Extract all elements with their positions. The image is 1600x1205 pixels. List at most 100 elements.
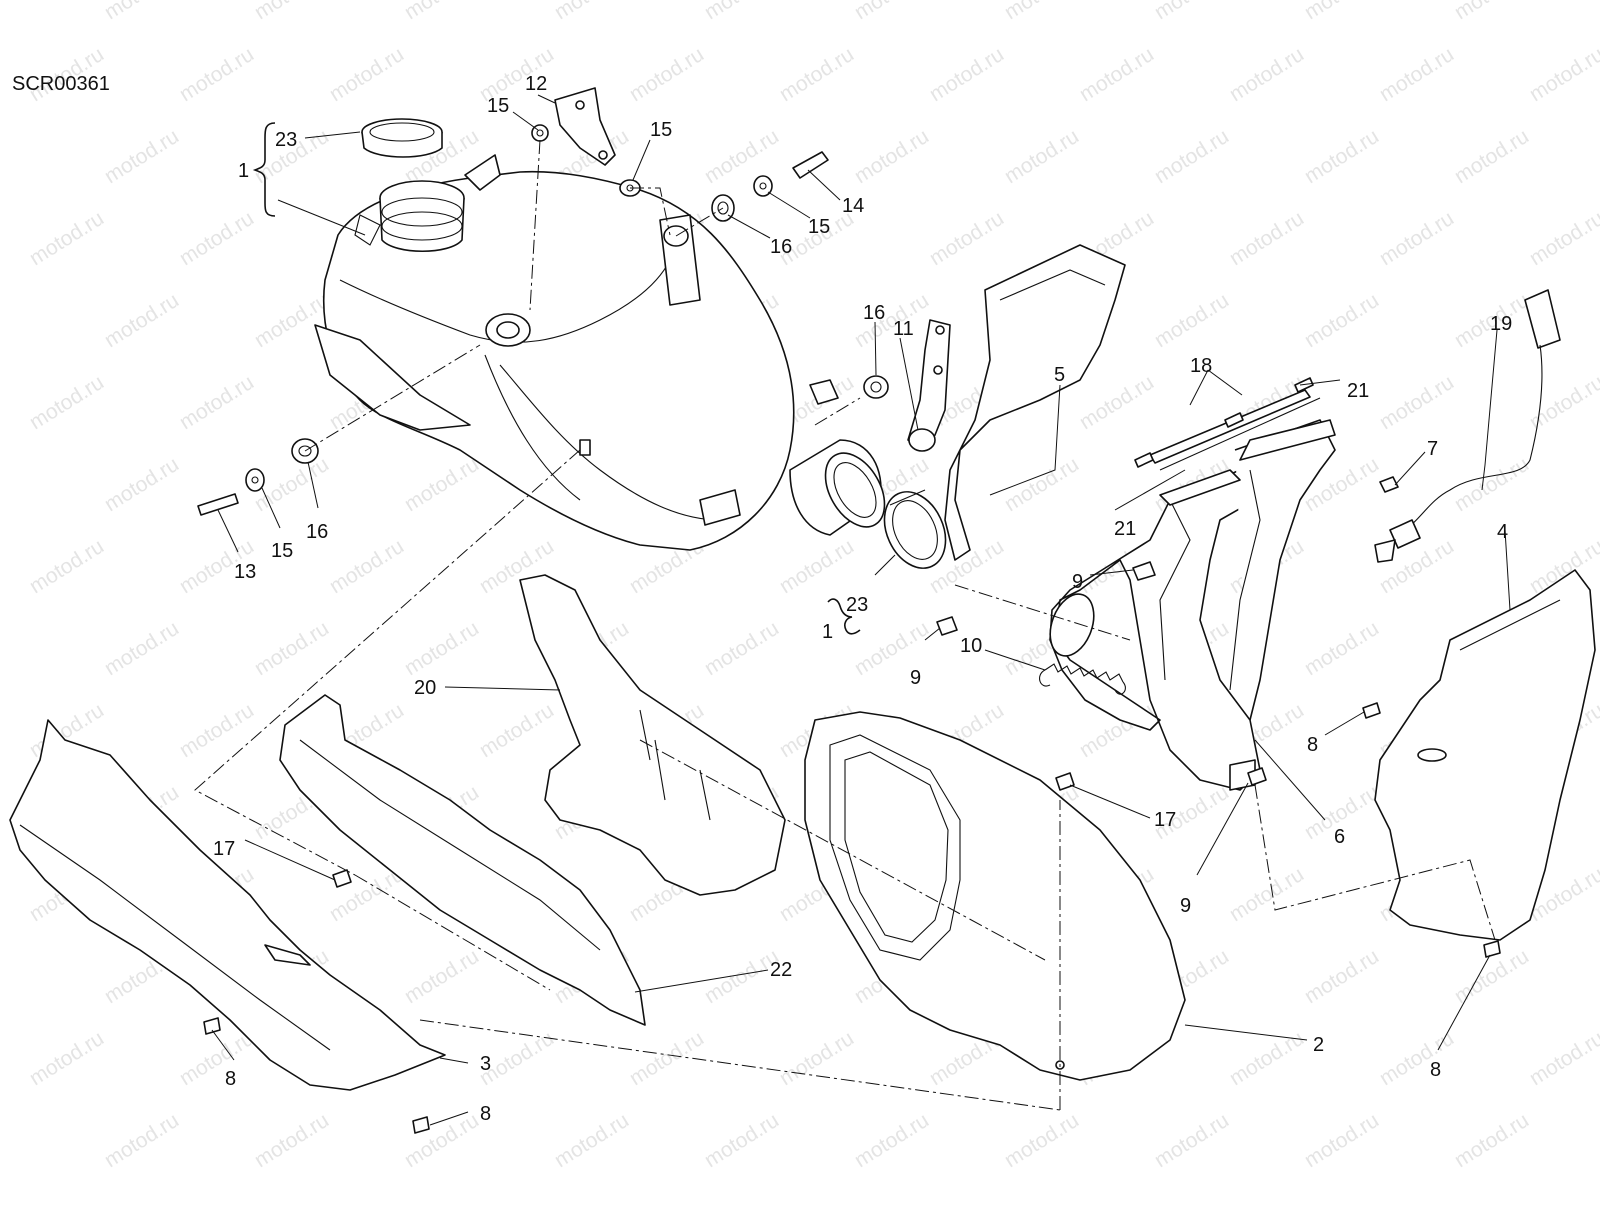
watermark-text-88: motod.ru xyxy=(700,617,782,680)
watermark-text-21: motod.ru xyxy=(100,125,182,188)
callout-9-a: 9 xyxy=(1072,571,1083,593)
callout-13: 13 xyxy=(234,561,256,583)
callout-15-a: 15 xyxy=(487,95,509,117)
watermark-text-3: motod.ru xyxy=(550,0,632,24)
clamp-ring-top xyxy=(361,118,443,158)
watermark-text-59: motod.ru xyxy=(1075,371,1157,434)
clips-and-bolts xyxy=(203,561,1501,1134)
callout-17-a: 17 xyxy=(213,838,235,860)
watermark-text-148: motod.ru xyxy=(250,1109,332,1172)
watermark-text-146: motod.ru xyxy=(1525,1027,1600,1090)
callout-16-c: 16 xyxy=(306,521,328,543)
watermark-text-69: motod.ru xyxy=(1000,453,1082,516)
watermark-text-11: motod.ru xyxy=(175,43,257,106)
watermark-text-153: motod.ru xyxy=(1000,1109,1082,1172)
cover-3 xyxy=(9,719,446,1091)
watermark-text-78: motod.ru xyxy=(775,535,857,598)
callout-5: 5 xyxy=(1054,364,1065,386)
watermark-text-39: motod.ru xyxy=(1225,207,1307,270)
watermark-text-128: motod.ru xyxy=(400,945,482,1008)
watermark-text-50: motod.ru xyxy=(1300,289,1382,352)
cover-2 xyxy=(804,711,1186,1081)
watermark-text-32: motod.ru xyxy=(175,207,257,270)
watermark-text-147: motod.ru xyxy=(100,1109,182,1172)
watermark-text-156: motod.ru xyxy=(1450,1109,1532,1172)
watermark-text-61: motod.ru xyxy=(1375,371,1457,434)
callout-21-a: 21 xyxy=(1347,380,1369,402)
callout-22: 22 xyxy=(770,959,792,981)
callout-4: 4 xyxy=(1497,521,1508,543)
callout-11: 11 xyxy=(893,318,914,340)
callout-6: 6 xyxy=(1334,826,1345,848)
silencer-body xyxy=(314,170,839,551)
callout-1-lower: 1 xyxy=(822,621,833,643)
callout-9-b: 9 xyxy=(910,667,921,689)
watermark-text-25: motod.ru xyxy=(700,125,782,188)
watermark-text-151: motod.ru xyxy=(700,1109,782,1172)
callout-20: 20 xyxy=(414,677,436,699)
watermark-text-16: motod.ru xyxy=(925,43,1007,106)
callout-8-c: 8 xyxy=(225,1068,236,1090)
watermark-text-95: motod.ru xyxy=(175,699,257,762)
silencer-outlet-sleeve xyxy=(789,439,886,536)
watermark-text-26: motod.ru xyxy=(850,125,932,188)
watermark-text-0: motod.ru xyxy=(100,0,182,24)
callout-10: 10 xyxy=(960,635,982,657)
watermark-text-40: motod.ru xyxy=(1375,207,1457,270)
watermark-text-14: motod.ru xyxy=(625,43,707,106)
watermark-text-41: motod.ru xyxy=(1525,207,1600,270)
lambda-sensor-19 xyxy=(1374,289,1561,563)
watermark-text-7: motod.ru xyxy=(1150,0,1232,24)
watermark-text-97: motod.ru xyxy=(475,699,557,762)
watermark-text-136: motod.ru xyxy=(25,1027,107,1090)
watermark-text-152: motod.ru xyxy=(850,1109,932,1172)
exhaust-headers-6 xyxy=(1049,419,1336,791)
watermark-text-52: motod.ru xyxy=(25,371,107,434)
bracket-11 xyxy=(907,319,951,452)
callout-17-b: 17 xyxy=(1154,809,1176,831)
brace-1-lower xyxy=(827,598,861,635)
watermark-text-37: motod.ru xyxy=(925,207,1007,270)
callout-9-c: 9 xyxy=(1180,895,1191,917)
bracket-12 xyxy=(554,87,616,166)
watermark-text-2: motod.ru xyxy=(400,0,482,24)
watermark-text-42: motod.ru xyxy=(100,289,182,352)
watermark-text-9: motod.ru xyxy=(1450,0,1532,24)
watermark-text-29: motod.ru xyxy=(1300,125,1382,188)
callout-16-b: 16 xyxy=(863,302,885,324)
watermark-text-62: motod.ru xyxy=(1525,371,1600,434)
callout-7: 7 xyxy=(1427,438,1438,460)
callout-15-b: 15 xyxy=(650,119,672,141)
watermark-text-73: motod.ru xyxy=(25,535,107,598)
watermark-text-53: motod.ru xyxy=(175,371,257,434)
watermark-text-30: motod.ru xyxy=(1450,125,1532,188)
watermark-text-65: motod.ru xyxy=(400,453,482,516)
callout-8-b: 8 xyxy=(480,1103,491,1125)
watermark-text-17: motod.ru xyxy=(1075,43,1157,106)
watermark-text-1: motod.ru xyxy=(250,0,332,24)
callout-8-a: 8 xyxy=(1307,734,1318,756)
callout-12: 12 xyxy=(525,73,547,95)
brace-1-top xyxy=(252,122,276,217)
watermark-text-72: motod.ru xyxy=(1450,453,1532,516)
watermark-text-27: motod.ru xyxy=(1000,125,1082,188)
heat-guard-5 xyxy=(944,244,1126,561)
watermark-text-5: motod.ru xyxy=(850,0,932,24)
clamp-ring-lower xyxy=(883,489,947,569)
silencer-inlet-neck xyxy=(354,154,501,253)
watermark-text-6: motod.ru xyxy=(1000,0,1082,24)
callout-16-a: 16 xyxy=(770,236,792,258)
watermark-text-19: motod.ru xyxy=(1375,43,1457,106)
callout-19: 19 xyxy=(1490,313,1512,335)
watermark-text-63: motod.ru xyxy=(100,453,182,516)
gaskets-18-21 xyxy=(1134,377,1321,471)
callout-15-d: 15 xyxy=(271,540,293,562)
callout-8-d: 8 xyxy=(1430,1059,1441,1081)
drawing-code: SCR00361 xyxy=(12,73,110,95)
watermark-text-86: motod.ru xyxy=(400,617,482,680)
watermark-text-123: motod.ru xyxy=(1225,863,1307,926)
leader-lines xyxy=(211,94,1511,1126)
watermark-text-134: motod.ru xyxy=(1300,945,1382,1008)
